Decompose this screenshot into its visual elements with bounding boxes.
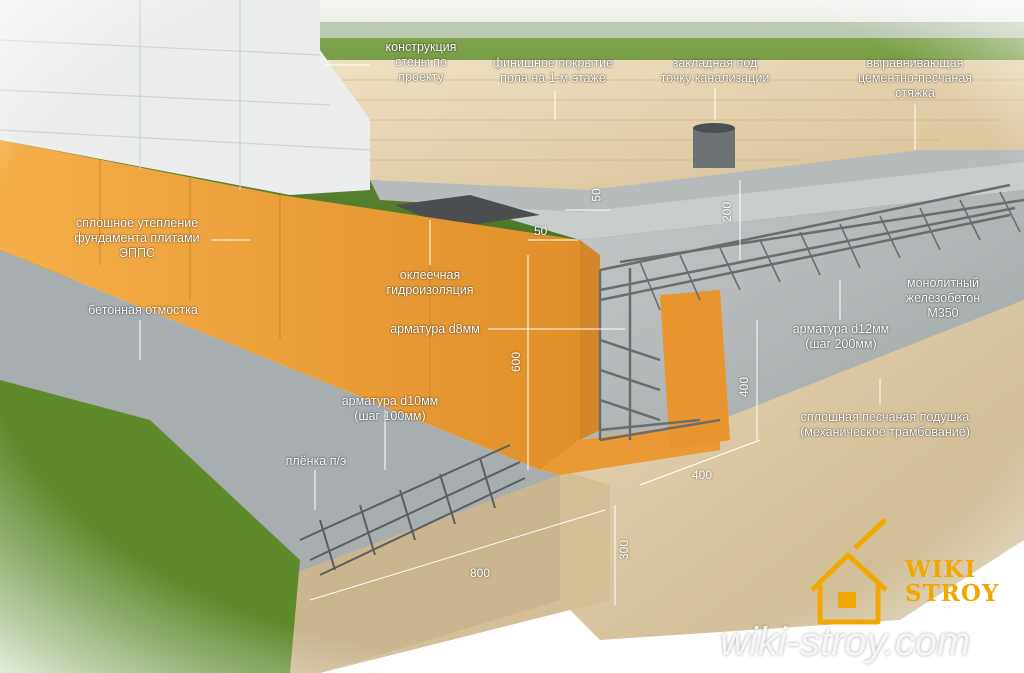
brand-logo-icon (810, 518, 888, 625)
label-sewer-embed: закладная под точку канализации (660, 56, 770, 85)
dimension-lines (309, 180, 761, 605)
dim-300: 300 (617, 539, 632, 561)
label-sand-cushion: сплошная песчаная подушка (механическое … (800, 410, 970, 439)
leader-lines (139, 64, 916, 510)
brand-word-1: WIKI (905, 556, 977, 583)
dim-400-vertical: 400 (737, 376, 752, 398)
dim-800: 800 (470, 566, 491, 580)
brand-name: WIKI STROY (905, 558, 999, 606)
dim-600: 600 (509, 351, 524, 373)
label-rebar-d12: арматура d12мм (шаг 200мм) (792, 322, 890, 351)
label-pe-film: плёнка п/э (285, 454, 347, 468)
label-screed: выравнивающая цементно-песчаная стяжка (857, 56, 973, 100)
dim-50-side: 50 (534, 224, 548, 238)
label-blind-area: бетонная отмостка (88, 303, 198, 317)
dim-400-horizontal: 400 (692, 468, 713, 482)
dim-50-top: 50 (589, 188, 604, 202)
label-wall: конструкция стены по проекту (385, 40, 457, 84)
site-watermark: wiki-stroy.com (720, 620, 971, 664)
label-concrete: монолитный железобетон М350 (905, 276, 981, 320)
label-waterproofing: оклеечная гидроизоляция (386, 268, 474, 297)
brand-word-2: STROY (905, 580, 1000, 607)
label-finish-floor: финишное покрытие пола на 1-м этаже (492, 56, 614, 85)
label-insulation: сплошное утепление фундамента плитами ЭП… (74, 216, 200, 260)
dim-200: 200 (720, 201, 735, 223)
label-rebar-d10: арматура d10мм (шаг 100мм) (341, 394, 439, 423)
label-rebar-d8: арматура d8мм (390, 322, 480, 336)
